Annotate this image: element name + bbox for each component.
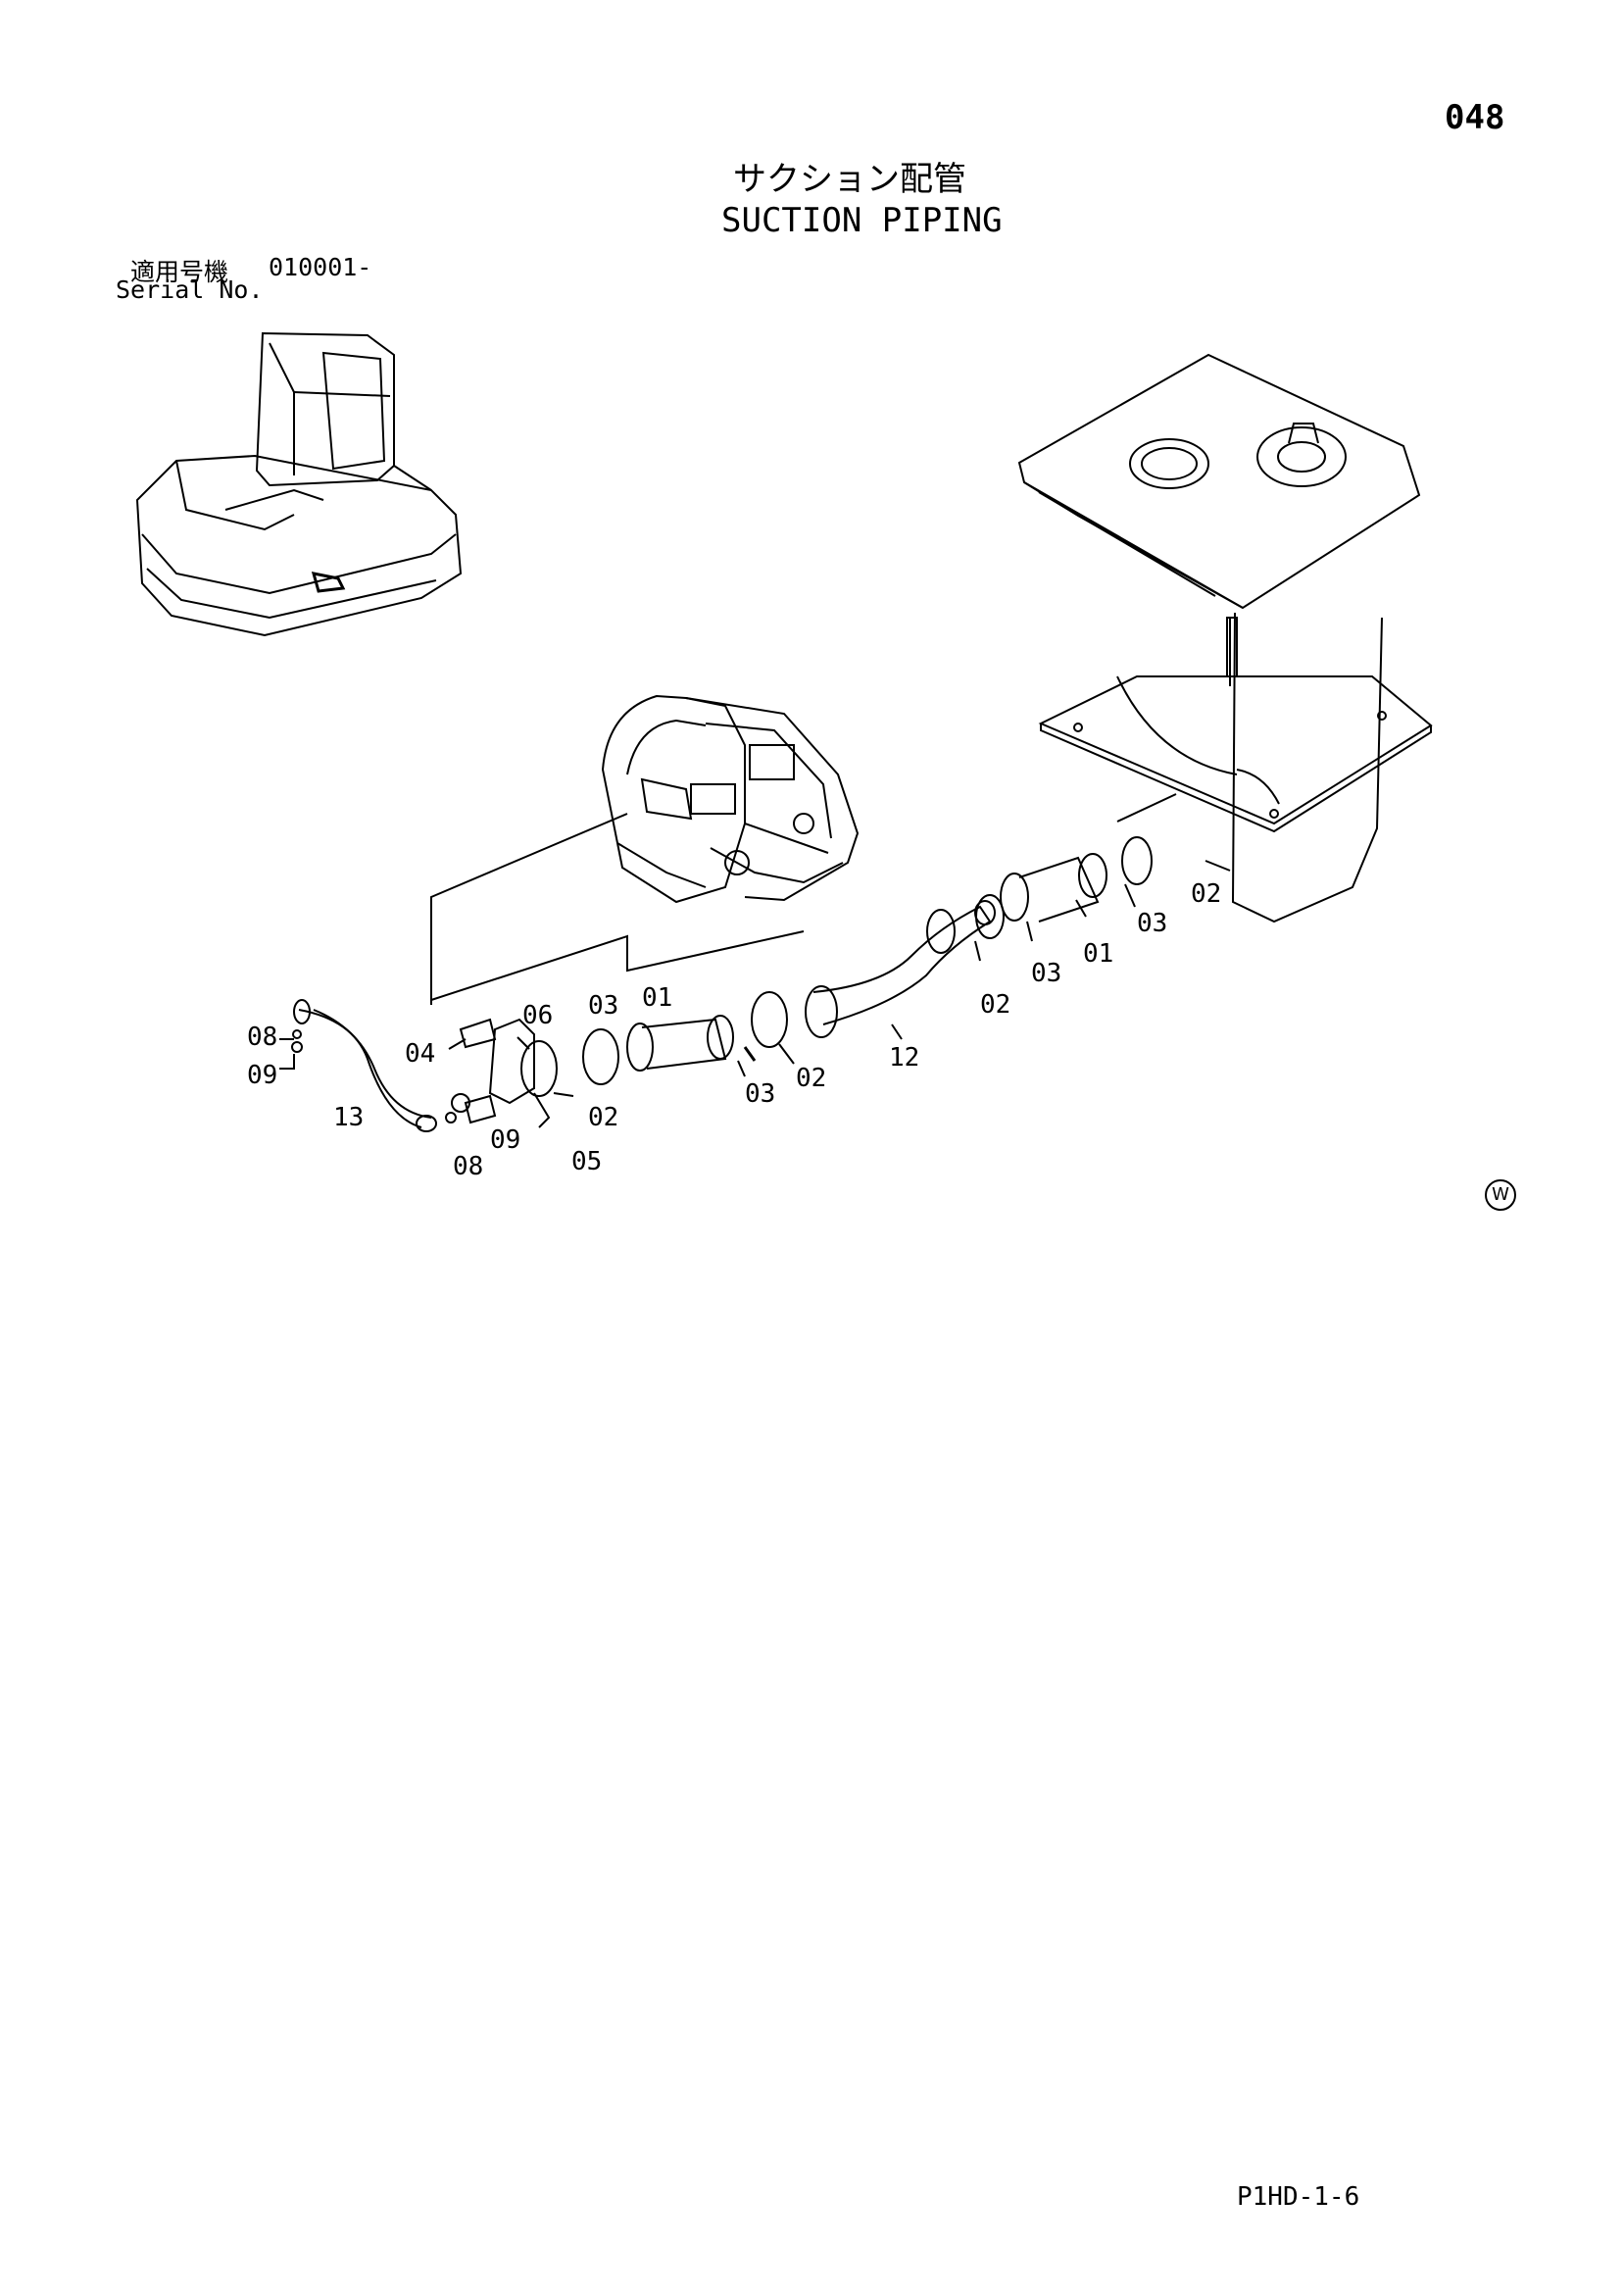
callout-02: 02 — [796, 1064, 826, 1093]
pump-leader-line — [430, 813, 628, 1005]
callout-12: 12 — [889, 1043, 919, 1073]
callout-03: 03 — [745, 1079, 775, 1109]
callout-13: 13 — [333, 1103, 364, 1132]
callout-03: 03 — [588, 991, 618, 1021]
callout-01: 01 — [1083, 939, 1113, 969]
callout-09: 09 — [490, 1125, 520, 1155]
tank-leader-line — [1116, 793, 1177, 823]
circled-w-mark: W — [1485, 1179, 1516, 1211]
title-japanese: サクション配管 — [733, 160, 966, 199]
callout-01: 01 — [642, 983, 672, 1013]
callout-leaders — [279, 860, 1231, 1097]
callout-08: 08 — [453, 1152, 483, 1181]
callout-05: 05 — [571, 1147, 602, 1176]
serial-label-english: Serial No. — [116, 275, 264, 304]
hydraulic-pump-assembly — [601, 694, 860, 904]
hose-13 — [291, 999, 437, 1132]
callout-02: 02 — [980, 990, 1010, 1020]
suction-flange-fittings — [445, 1018, 551, 1128]
serial-label-japanese: 適用号機 — [130, 258, 229, 286]
callout-08: 08 — [247, 1023, 277, 1052]
suction-clamps-and-hoses — [520, 836, 1153, 1097]
excavator-overview-illustration — [135, 331, 463, 637]
callout-02: 02 — [588, 1103, 618, 1132]
callout-02: 02 — [1191, 879, 1221, 909]
title-english: SUCTION PIPING — [721, 201, 1003, 240]
hydraulic-tank — [1017, 353, 1433, 923]
callout-04: 04 — [405, 1039, 435, 1069]
callout-09: 09 — [247, 1061, 277, 1090]
callout-03: 03 — [1031, 959, 1061, 988]
serial-number-value: 010001- — [269, 253, 372, 281]
suction-leader-line — [430, 930, 805, 1001]
page-number: 048 — [1445, 98, 1505, 137]
footer-page-code: P1HD-1-6 — [1237, 2182, 1360, 2212]
callout-03: 03 — [1137, 909, 1167, 938]
callout-06: 06 — [522, 1001, 553, 1030]
